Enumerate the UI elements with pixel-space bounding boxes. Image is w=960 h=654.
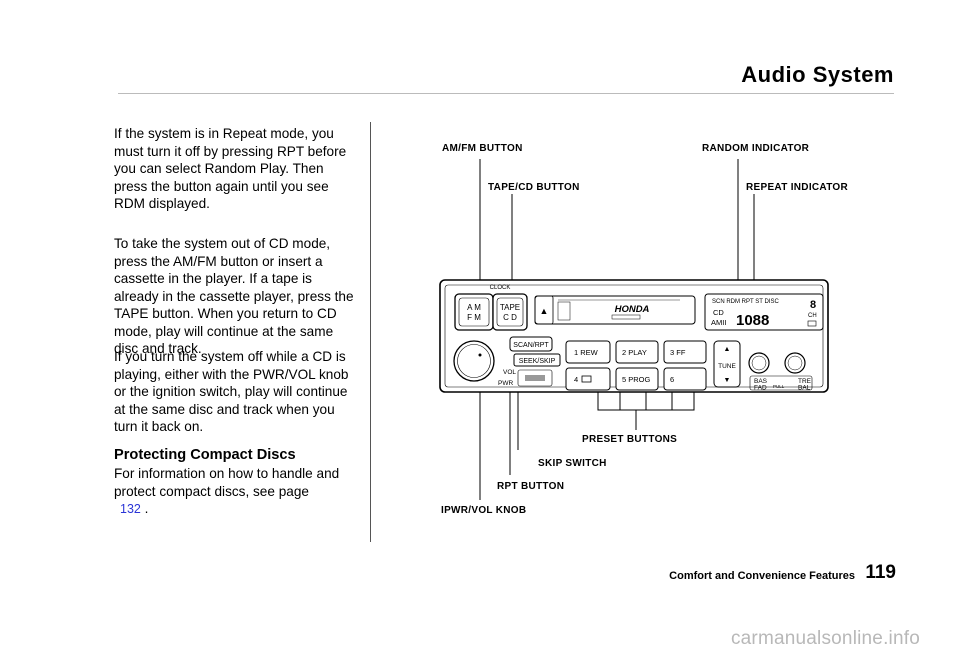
watermark: carmanualsonline.info: [730, 628, 920, 649]
am-fm-callout: AM/FM BUTTON: [442, 143, 523, 154]
svg-text:PWR: PWR: [498, 380, 513, 387]
frequency-display: 1088: [736, 312, 769, 329]
preset-5-button: [615, 367, 659, 391]
svg-text:FAD: FAD: [754, 385, 767, 392]
skip-switch-callout: SKIP SWITCH: [538, 458, 607, 469]
display-window: [704, 293, 824, 331]
pwr-vol-knob-callout: IPWR/VOL KNOB: [441, 505, 526, 516]
clock-label: CLOCK: [490, 285, 511, 291]
preset-4-button: [565, 367, 611, 391]
svg-text:4: 4: [574, 375, 578, 384]
sentence-end: .: [144, 501, 149, 516]
svg-text:AMII: AMII: [711, 318, 726, 327]
scan-rpt-button: [509, 336, 553, 352]
svg-text:BAL: BAL: [798, 385, 811, 392]
svg-text:▲: ▲: [540, 306, 549, 316]
svg-text:TRE: TRE: [798, 378, 812, 385]
random-indicator-callout: RANDOM INDICATOR: [702, 143, 810, 154]
tape-cd-callout: TAPE/CD BUTTON: [488, 182, 580, 193]
svg-text:SCAN/RPT: SCAN/RPT: [513, 342, 549, 349]
title-divider: [118, 93, 894, 94]
footer-section-name: Comfort and Convenience Features: [669, 570, 855, 582]
preset-6-button: [663, 367, 707, 391]
svg-text:CH: CH: [808, 313, 817, 319]
svg-text:BAS: BAS: [754, 378, 768, 385]
tape-cd-button: [492, 293, 528, 331]
audio-unit-diagram: CLOCK A M F M TAPE C D ▲ HONDA SCN RDM R…: [439, 143, 849, 516]
page-title: Audio System: [741, 62, 894, 87]
svg-text:6: 6: [670, 375, 674, 384]
page-number: 119: [865, 562, 896, 583]
svg-text:▲: ▲: [724, 346, 731, 353]
preset-2-button: [615, 340, 659, 364]
column-divider: [370, 122, 371, 542]
preset-buttons-callout: PRESET BUTTONS: [582, 434, 677, 445]
paragraph-cd-mode: To take the system out of CD mode, press…: [114, 236, 354, 356]
svg-text:CD: CD: [713, 308, 724, 317]
am-fm-button: [454, 293, 494, 331]
svg-text:TAPE: TAPE: [500, 303, 520, 312]
brand-logo: HONDA: [615, 304, 650, 315]
svg-text:1 REW: 1 REW: [574, 348, 599, 357]
indicator-row: SCN RDM RPT ST DISC: [712, 299, 779, 305]
svg-text:F M: F M: [467, 313, 481, 322]
svg-text:2 PLAY: 2 PLAY: [622, 348, 647, 357]
svg-text:C D: C D: [503, 313, 517, 322]
rpt-button-callout: RPT BUTTON: [497, 481, 564, 492]
page-reference-link[interactable]: 132: [120, 502, 141, 516]
svg-text:A M: A M: [467, 303, 481, 312]
svg-text:SEEK/SKIP: SEEK/SKIP: [519, 358, 556, 365]
svg-text:3 FF: 3 FF: [670, 348, 686, 357]
section-heading: Protecting Compact Discs: [114, 447, 296, 463]
svg-text:VOL: VOL: [503, 369, 516, 376]
svg-text:▼: ▼: [724, 377, 731, 384]
tune-rocker: [713, 340, 741, 388]
svg-text:8: 8: [810, 299, 816, 311]
svg-text:5 PROG: 5 PROG: [622, 375, 651, 384]
preset-1-button: [565, 340, 611, 364]
radio-faceplate: CLOCK A M F M TAPE C D ▲ HONDA SCN RDM R…: [439, 279, 829, 393]
preset-3-button: [663, 340, 707, 364]
protecting-discs-text: For information on how to handle and pro…: [114, 466, 340, 499]
paragraph-power-off: If you turn the system off while a CD is…: [114, 349, 349, 434]
paragraph-protecting-discs: For information on how to handle and pro…: [114, 465, 360, 519]
paragraph-repeat-mode: If the system is in Repeat mode, you mus…: [114, 126, 347, 211]
repeat-indicator-callout: REPEAT INDICATOR: [746, 182, 849, 193]
svg-text:TUNE: TUNE: [718, 363, 736, 370]
svg-text:PULL: PULL: [773, 384, 785, 389]
seek-skip-switch: [513, 353, 561, 367]
eject-button: [534, 295, 554, 325]
pwr-vol-knob: [453, 340, 495, 382]
